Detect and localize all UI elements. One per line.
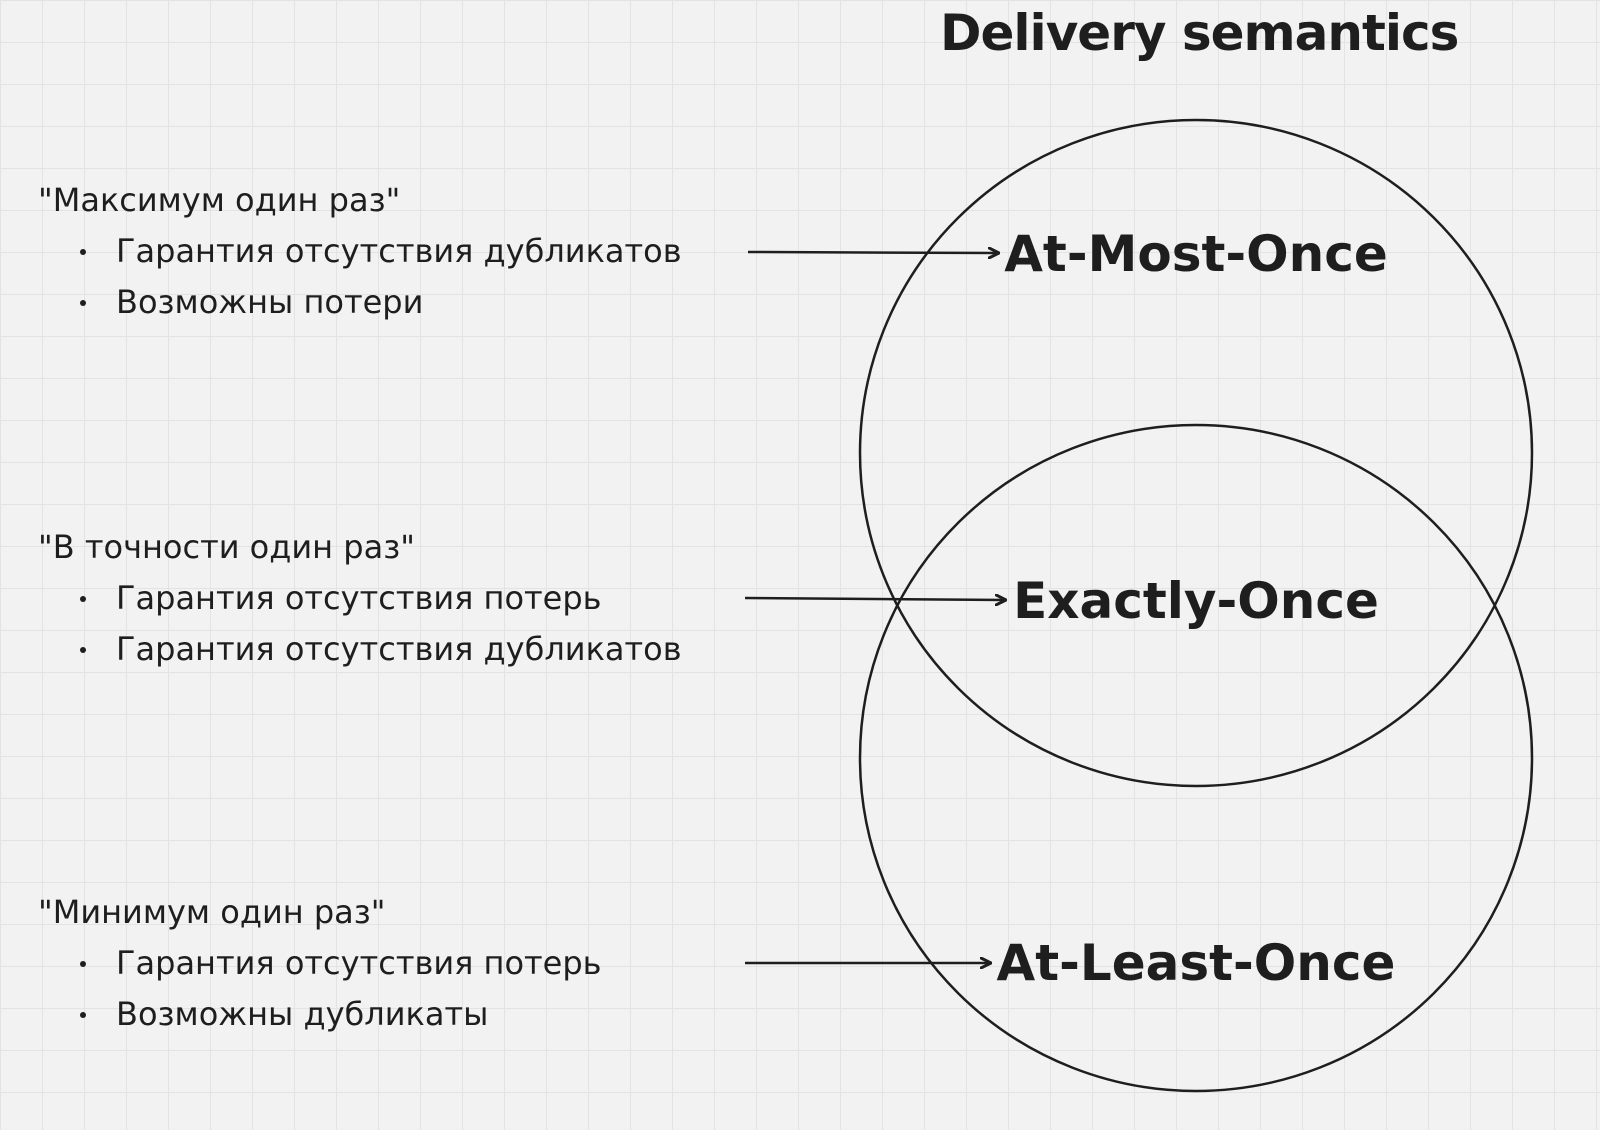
bullet-text: Возможны дубликаты — [116, 995, 489, 1033]
at-least-once-label: At-Least-Once — [997, 934, 1396, 992]
bullet-text: Возможны потери — [116, 283, 424, 321]
bullet-dot-icon — [80, 1012, 86, 1018]
at-most-once-label: At-Most-Once — [1004, 225, 1388, 283]
at-least-once-bullet-list: Гарантия отсутствия потерь Возможны дубл… — [38, 943, 738, 1034]
at-most-once-arrow — [747, 252, 998, 253]
exactly-once-arrow — [744, 598, 1005, 600]
exactly-once-description: "В точности один раз" Гарантия отсутстви… — [38, 527, 738, 669]
bullet-text: Гарантия отсутствия дубликатов — [116, 232, 682, 270]
bullet-dot-icon — [80, 596, 86, 602]
exactly-once-bullet-list: Гарантия отсутствия потерь Гарантия отсу… — [38, 578, 738, 669]
exactly-once-heading: "В точности один раз" — [38, 528, 415, 566]
at-most-once-bullet-list: Гарантия отсутствия дубликатов Возможны … — [38, 231, 738, 322]
bullet-text: Гарантия отсутствия потерь — [116, 944, 602, 982]
list-item: Возможны дубликаты — [38, 994, 738, 1034]
bullet-dot-icon — [80, 249, 86, 255]
list-item: Гарантия отсутствия дубликатов — [38, 629, 738, 669]
bullet-dot-icon — [80, 300, 86, 306]
at-most-once-heading: "Максимум один раз" — [38, 181, 401, 219]
list-item: Гарантия отсутствия потерь — [38, 943, 738, 983]
at-least-once-circle — [858, 423, 1534, 1093]
exactly-once-label: Exactly-Once — [1013, 572, 1379, 630]
at-least-once-description: "Минимум один раз" Гарантия отсутствия п… — [38, 892, 738, 1034]
list-item: Возможны потери — [38, 282, 738, 322]
at-most-once-circle — [858, 118, 1534, 788]
at-most-once-description: "Максимум один раз" Гарантия отсутствия … — [38, 180, 738, 322]
bullet-text: Гарантия отсутствия дубликатов — [116, 630, 682, 668]
at-least-once-heading: "Минимум один раз" — [38, 893, 386, 931]
bullet-dot-icon — [80, 961, 86, 967]
diagram-title: Delivery semantics — [940, 4, 1459, 62]
list-item: Гарантия отсутствия потерь — [38, 578, 738, 618]
bullet-dot-icon — [80, 647, 86, 653]
list-item: Гарантия отсутствия дубликатов — [38, 231, 738, 271]
bullet-text: Гарантия отсутствия потерь — [116, 579, 602, 617]
